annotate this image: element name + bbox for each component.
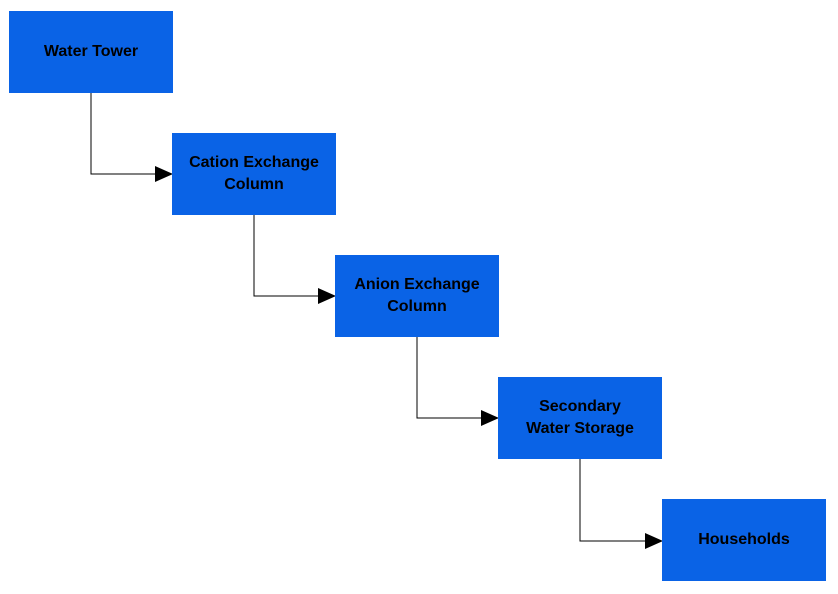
connector-water-tower-to-cation-exchange-column	[90, 93, 173, 182]
connector-secondary-water-storage-to-households	[579, 459, 663, 549]
node-water-tower: Water Tower	[9, 11, 173, 93]
node-label: Cation Exchange Column	[189, 154, 319, 193]
node-label: Households	[698, 531, 790, 548]
node-cation-exchange-column: Cation Exchange Column	[172, 133, 336, 215]
node-households: Households	[662, 499, 826, 581]
connector-cation-exchange-column-to-anion-exchange-column	[253, 215, 336, 304]
node-secondary-water-storage: Secondary Water Storage	[498, 377, 662, 459]
node-label: Secondary Water Storage	[526, 398, 634, 437]
node-label: Anion Exchange Column	[354, 276, 480, 315]
node-anion-exchange-column: Anion Exchange Column	[335, 255, 499, 337]
node-label: Water Tower	[43, 43, 139, 60]
connector-anion-exchange-column-to-secondary-water-storage	[416, 337, 499, 426]
